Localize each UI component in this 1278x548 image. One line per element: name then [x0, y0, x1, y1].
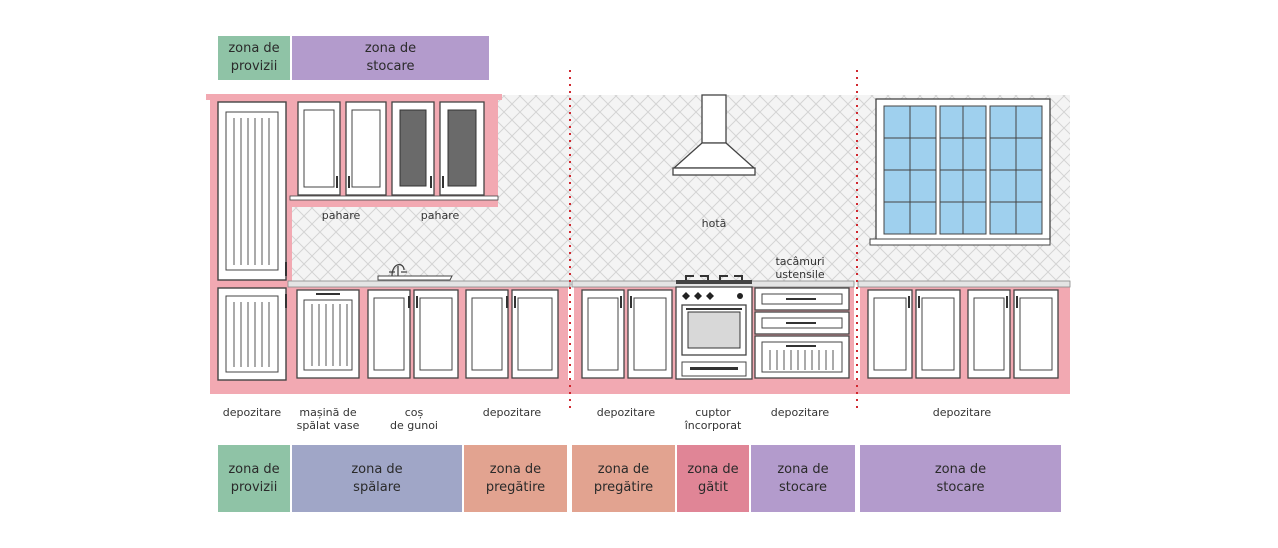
upper-cabinets [286, 94, 502, 207]
top-zone-stocare: zona de stocare [292, 36, 489, 80]
window [869, 98, 1051, 246]
base-label-depozitare: depozitare [770, 406, 830, 419]
cooking-counter [571, 275, 855, 382]
sink-counter [287, 264, 571, 382]
zone-label-line: provizii [230, 59, 278, 74]
zone-label-line: zona de [364, 41, 417, 56]
label-line: tacâmuri [775, 255, 825, 268]
zone-label-line: zona de [228, 41, 280, 56]
zone-label-line: stocare [366, 59, 415, 74]
right-counter [857, 280, 1071, 382]
base-label-depozitare: depozitare [482, 406, 542, 419]
plinth-band [210, 380, 1070, 394]
range-hood [672, 94, 756, 176]
base-label-depozitare: depozitare [596, 406, 656, 419]
label-line: ustensile [775, 268, 825, 281]
tall-pantry [206, 94, 296, 385]
label-tacamuri: tacâmuri ustensile [775, 255, 824, 281]
label-pahare-2: pahare [420, 209, 460, 222]
label-pahare-1: pahare [321, 209, 361, 222]
base-label-depozitare: depozitare [932, 406, 992, 419]
base-label-depozitare: depozitare [222, 406, 282, 419]
top-zone-provizii: zona de provizii [218, 36, 290, 80]
label-hota: hotă [701, 217, 727, 230]
